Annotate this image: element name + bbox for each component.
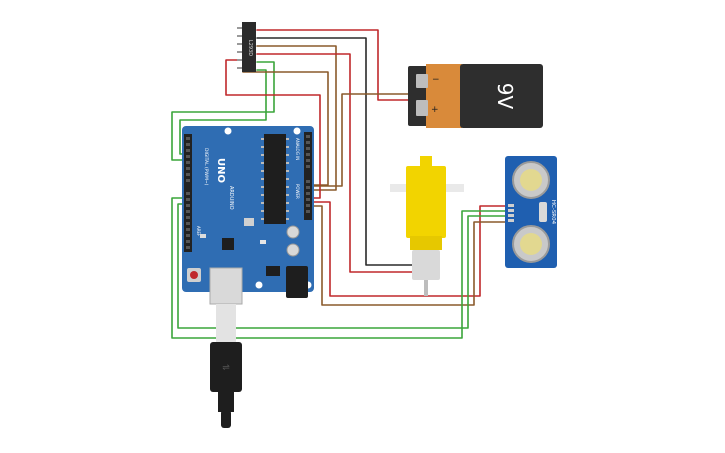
usb-chip	[222, 238, 234, 250]
wires	[171, 29, 509, 339]
usb-cable-icon[interactable]: ⇌	[210, 304, 242, 428]
usb-cable-wire	[221, 410, 231, 428]
analog-label: ANALOG IN	[295, 138, 300, 160]
power-analog-header	[304, 132, 312, 220]
regulator	[244, 218, 254, 226]
battery-label: 9V	[493, 83, 517, 110]
usb-port	[209, 267, 243, 305]
wire-green-sensor-trig	[171, 197, 509, 339]
sensor-crystal	[539, 202, 547, 222]
sensor-model-label: HC-SR04	[550, 200, 556, 225]
sensor-pins	[508, 204, 514, 222]
capacitor	[286, 225, 300, 239]
ultrasonic-sensor[interactable]: HC-SR04	[505, 156, 557, 268]
wire-green-header-arduino-2	[179, 69, 267, 155]
battery-cap	[426, 64, 462, 128]
power-label: POWER	[295, 184, 300, 199]
atmega-chip	[264, 134, 286, 224]
dc-motor[interactable]	[390, 156, 464, 296]
capacitor	[286, 243, 300, 257]
motor-gearbox-base	[410, 236, 442, 250]
mount-hole	[224, 127, 232, 135]
wire-brown-header-arduino	[256, 45, 337, 191]
motor-driver-header[interactable]: L293D	[237, 22, 256, 72]
wire-green-header-arduino	[171, 61, 275, 161]
wire-brown-sensor-gnd	[311, 205, 509, 306]
wire-red-header-motor	[256, 53, 413, 273]
digital-label: DIGITAL (PWM~)	[203, 148, 209, 186]
aref-label: AREF	[196, 226, 201, 237]
led-smd	[260, 240, 266, 244]
motor-can	[412, 250, 440, 280]
wire-red-sensor-vcc	[311, 201, 509, 297]
crystal	[200, 234, 206, 238]
power-analog-pins	[306, 135, 310, 213]
sensor-transducer-top-mesh	[520, 169, 542, 191]
battery-body	[460, 64, 543, 128]
arduino-brand-label: ARDUINO	[228, 186, 234, 210]
motor-shaft-top	[420, 156, 432, 168]
header-body	[242, 22, 256, 72]
battery-terminal-plus	[416, 100, 428, 116]
wire-brown-battery-arduino	[311, 93, 413, 187]
battery-terminal-minus	[416, 74, 428, 88]
usb-plug-body	[210, 342, 242, 392]
battery-minus-label: −	[432, 75, 440, 85]
atmega-chip-legs	[261, 138, 289, 220]
dc-power-jack	[286, 266, 308, 298]
mount-hole	[255, 281, 263, 289]
battery-plus-label: +	[431, 105, 439, 115]
wire-red-header-battery	[256, 29, 413, 101]
motor-gearbox	[406, 166, 446, 238]
sensor-transducer-bottom-mesh	[520, 233, 542, 255]
wire-black-header-motor	[256, 37, 413, 266]
mount-hole	[293, 127, 301, 135]
usb-plug-metal	[216, 304, 236, 342]
wire-red-header-arduino	[225, 59, 321, 199]
digital-header-pins	[186, 137, 190, 249]
power-chip	[266, 266, 280, 276]
usb-symbol: ⇌	[222, 363, 230, 373]
motor-pin	[424, 280, 428, 296]
usb-strain-relief	[218, 390, 234, 412]
arduino-uno[interactable]: UNO ARDUINO DIGITAL (PWM~) POWER ANALOG …	[182, 126, 314, 305]
header-label: L293D	[247, 40, 253, 56]
battery-9v[interactable]: − + 9V	[408, 64, 543, 128]
header-pins	[237, 27, 242, 69]
arduino-model-label: UNO	[215, 158, 226, 183]
wire-green-sensor-echo	[177, 203, 509, 329]
reset-button-cap	[190, 271, 198, 279]
